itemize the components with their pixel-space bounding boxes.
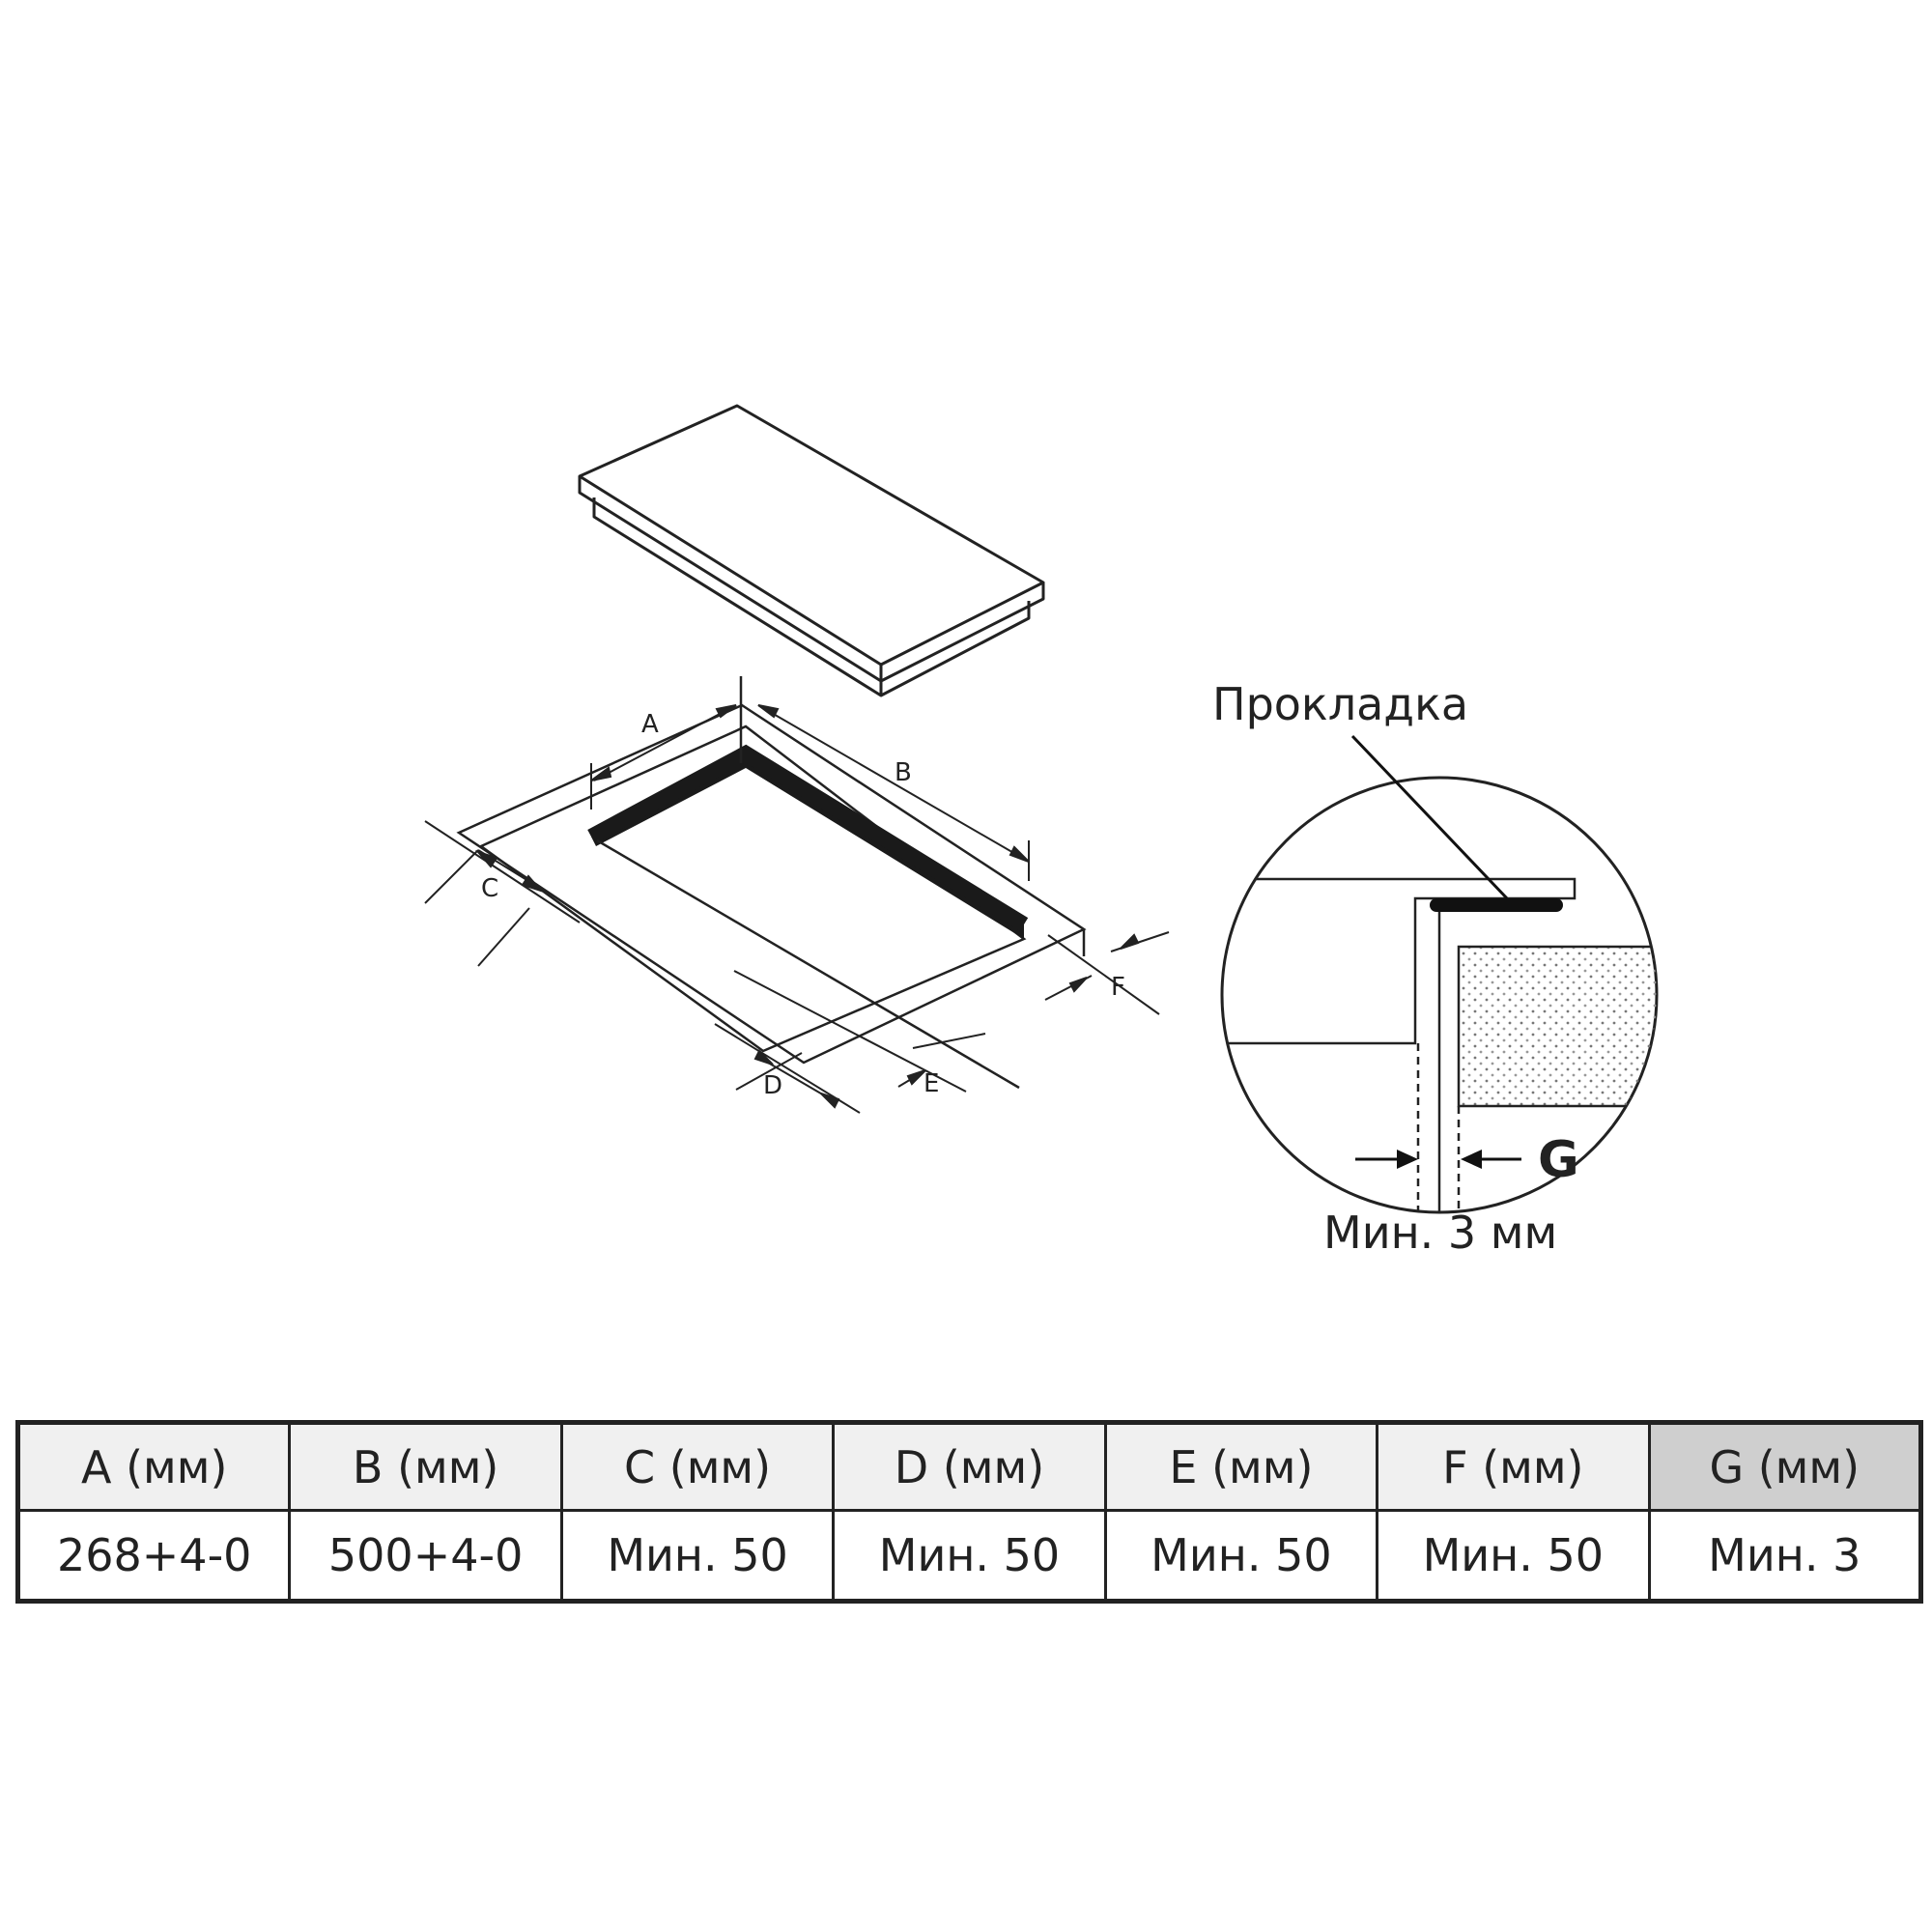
gasket-detail: Прокладка <box>1212 678 1659 1214</box>
dimension-label-a: A <box>641 710 659 739</box>
table-cell-b: 500+4-0 <box>288 1509 563 1603</box>
gap-caption: Мин. 3 мм <box>1323 1207 1557 1259</box>
table-cell-c: Мин. 50 <box>559 1509 836 1603</box>
table-cell-f: Мин. 50 <box>1376 1509 1651 1603</box>
dimension-label-c: C <box>481 874 498 903</box>
table-header-c: C (мм) <box>559 1421 836 1512</box>
table-header-g: G (мм) <box>1647 1421 1923 1512</box>
gasket-label: Прокладка <box>1212 678 1468 730</box>
table-header-f: F (мм) <box>1376 1421 1651 1512</box>
gap-arrows <box>1355 1150 1521 1169</box>
table-header-d: D (мм) <box>832 1421 1107 1512</box>
installation-diagram: A B C D E F Прокладка G Мин. 3 <box>424 404 1659 1259</box>
table-cell-g: Мин. 3 <box>1647 1509 1923 1603</box>
dimension-letters: A B C D E F <box>481 710 1125 1100</box>
table-cell-e: Мин. 50 <box>1103 1509 1379 1603</box>
table-header-a: A (мм) <box>15 1421 292 1512</box>
dimensions-table: A (мм) B (мм) C (мм) D (мм) E (мм) F (мм… <box>15 1420 1923 1604</box>
dimension-label-f: F <box>1111 973 1125 1002</box>
dimension-label-e: E <box>923 1069 939 1098</box>
gasket-leader-line <box>1350 734 1509 900</box>
table-header-b: B (мм) <box>288 1421 563 1512</box>
dimension-label-d: D <box>763 1071 782 1100</box>
worktop-cutout <box>456 676 1087 1090</box>
table-header-row: A (мм) B (мм) C (мм) D (мм) E (мм) F (мм… <box>15 1421 1923 1512</box>
gap-letter-g: G <box>1538 1131 1579 1189</box>
gasket-bar <box>1430 898 1563 912</box>
table-cell-d: Мин. 50 <box>832 1509 1107 1603</box>
table-row: 268+4-0 500+4-0 Мин. 50 Мин. 50 Мин. 50 … <box>15 1509 1923 1603</box>
dimension-label-b: B <box>895 758 912 787</box>
table-cell-a: 268+4-0 <box>15 1509 292 1603</box>
dimension-lines <box>424 704 1170 1114</box>
hob-illustration <box>578 404 1045 697</box>
table-header-e: E (мм) <box>1103 1421 1379 1512</box>
